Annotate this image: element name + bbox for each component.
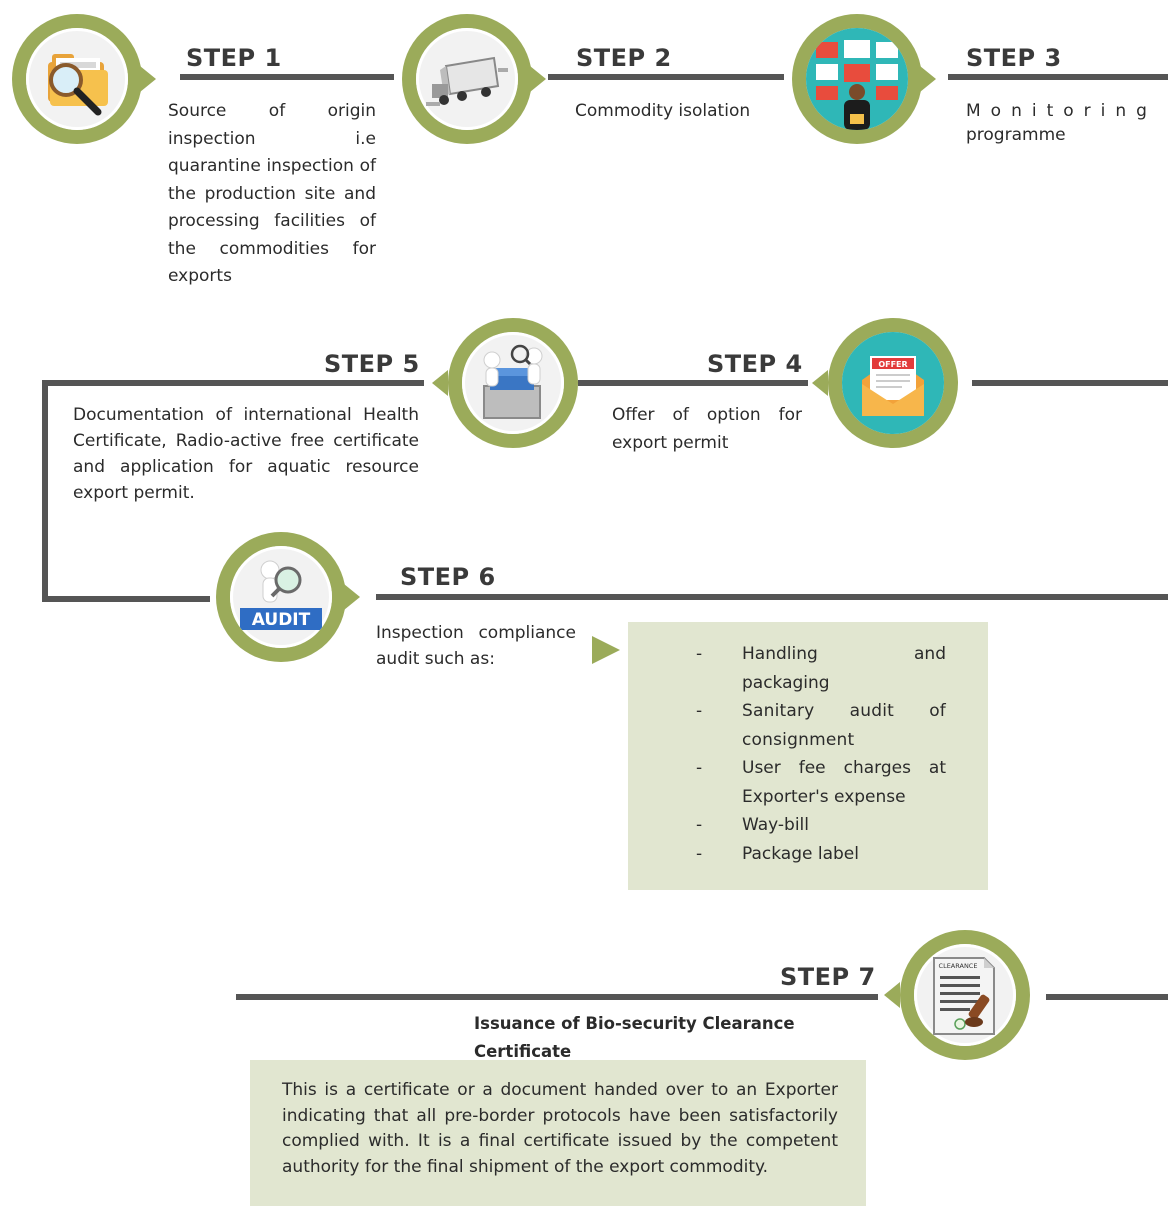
audit-item: -Way-bill (696, 815, 809, 835)
audit-arrow (592, 636, 620, 664)
step4-text: Offer of option for export permit (612, 405, 802, 453)
connector-step4-right (972, 380, 1168, 386)
connector-step6 (376, 594, 1168, 600)
step4-badge: OFFER (812, 318, 958, 448)
step1-text: Source of origin inspection i.e quaranti… (168, 101, 376, 286)
step2-label: STEP 2 (576, 44, 672, 72)
step5-label: STEP 5 (324, 350, 420, 378)
audit-items-list: -Handling and packaging -Sanitary audit … (696, 640, 946, 868)
step7-badge: CLEARANCE (884, 930, 1030, 1060)
certificate-note-panel: This is a certificate or a document hand… (250, 1060, 866, 1206)
audit-item: -Handling and packaging (696, 644, 946, 693)
step5-text: Documentation of international Health Ce… (73, 405, 419, 503)
step2-badge (402, 14, 548, 144)
offer-icon-text: OFFER (878, 360, 907, 369)
connector-step5 (42, 380, 424, 386)
connector-step6-left (42, 596, 210, 602)
step3-label: STEP 3 (966, 44, 1062, 72)
connector-left-vertical (42, 380, 48, 602)
clearance-certificate-icon: CLEARANCE (914, 944, 1016, 1046)
step3-text-line2: programme (966, 125, 1066, 145)
step2-text: Commodity isolation (575, 101, 751, 121)
offer-envelope-icon: OFFER (842, 332, 944, 434)
step3-badge (792, 14, 938, 144)
audit-item: -Package label (696, 843, 859, 864)
step7-text: Issuance of Bio-security Clearance Certi… (474, 1014, 795, 1061)
step1-badge (12, 14, 158, 144)
step3-text-line1: Monitoring (966, 101, 1157, 121)
audit-item: -Sanitary audit of consignment (696, 701, 946, 750)
connector-step1 (180, 74, 394, 80)
certificate-note: This is a certificate or a document hand… (282, 1080, 838, 1177)
audit-items-panel: -Handling and packaging -Sanitary audit … (628, 622, 988, 890)
step5-badge (432, 318, 578, 448)
audit-icon: AUDIT (230, 546, 332, 648)
step6-label: STEP 6 (400, 563, 496, 591)
step4-label: STEP 4 (707, 350, 803, 378)
connector-step2 (548, 74, 784, 80)
file-box-icon (462, 332, 564, 434)
step7-label: STEP 7 (780, 963, 876, 991)
step6-text: Inspection compliance audit such as: (376, 623, 576, 669)
connector-step4 (578, 380, 808, 386)
connector-step7-right (1046, 994, 1168, 1000)
audit-item: -User fee charges at Exporter's expense (696, 758, 946, 807)
clearance-icon-text: CLEARANCE (939, 962, 978, 970)
connector-step7 (236, 994, 878, 1000)
step1-label: STEP 1 (186, 44, 282, 72)
truck-icon (416, 28, 518, 130)
audit-icon-text: AUDIT (252, 610, 311, 630)
connector-step3 (948, 74, 1168, 80)
step6-badge: AUDIT (216, 532, 362, 662)
monitoring-screens-icon (806, 28, 908, 130)
folder-magnifier-icon (26, 28, 128, 130)
